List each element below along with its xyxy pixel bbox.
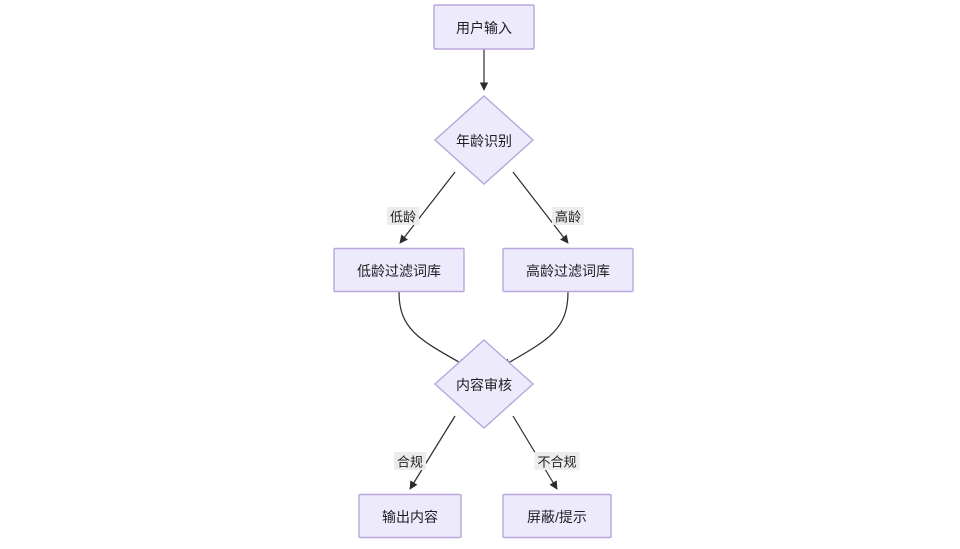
node-shape-diamond[interactable] <box>433 95 535 185</box>
node-label-review: 内容审核 <box>456 377 512 393</box>
edges-layer <box>398 49 569 490</box>
edge-low_filter-to-review <box>398 291 467 367</box>
node-label-input: 用户输入 <box>456 20 512 36</box>
edge-label-text: 合规 <box>397 455 423 470</box>
node-label-high_filter: 高龄过滤词库 <box>526 263 610 279</box>
node-high_filter[interactable]: 高龄过滤词库 <box>502 247 634 293</box>
edge-label-background <box>552 207 584 225</box>
edge-label-review-to-output: 合规 <box>394 452 426 470</box>
edge-label-text: 不合规 <box>537 455 576 470</box>
node-shape-rect[interactable] <box>333 247 465 293</box>
edge-age-to-high_filter <box>512 171 569 244</box>
edge-age-to-low_filter <box>399 171 456 244</box>
node-review[interactable]: 内容审核 <box>433 339 535 429</box>
node-label-age: 年龄识别 <box>456 133 512 149</box>
edge-label-text: 高龄 <box>555 210 581 225</box>
edge-label-background <box>534 452 580 470</box>
node-shape-rect[interactable] <box>502 493 612 539</box>
node-shape-rect[interactable] <box>433 4 535 50</box>
node-input[interactable]: 用户输入 <box>433 4 535 50</box>
edge-high_filter-to-review <box>502 291 569 367</box>
edge-label-text: 低龄 <box>390 210 416 225</box>
node-shape-rect[interactable] <box>358 493 462 539</box>
node-label-block: 屏蔽/提示 <box>527 509 587 525</box>
node-low_filter[interactable]: 低龄过滤词库 <box>333 247 465 293</box>
node-shape-diamond[interactable] <box>433 339 535 429</box>
node-block[interactable]: 屏蔽/提示 <box>502 493 612 539</box>
edge-label-background <box>387 207 419 225</box>
node-label-output: 输出内容 <box>382 509 438 525</box>
edge-review-to-output <box>409 415 456 490</box>
edge-label-review-to-block: 不合规 <box>534 452 580 470</box>
node-output[interactable]: 输出内容 <box>358 493 462 539</box>
edge-label-age-to-low_filter: 低龄 <box>387 207 419 225</box>
edge-label-background <box>394 452 426 470</box>
node-label-low_filter: 低龄过滤词库 <box>357 263 441 279</box>
node-shape-rect[interactable] <box>502 247 634 293</box>
node-age[interactable]: 年龄识别 <box>433 95 535 185</box>
edge-label-age-to-high_filter: 高龄 <box>552 207 584 225</box>
